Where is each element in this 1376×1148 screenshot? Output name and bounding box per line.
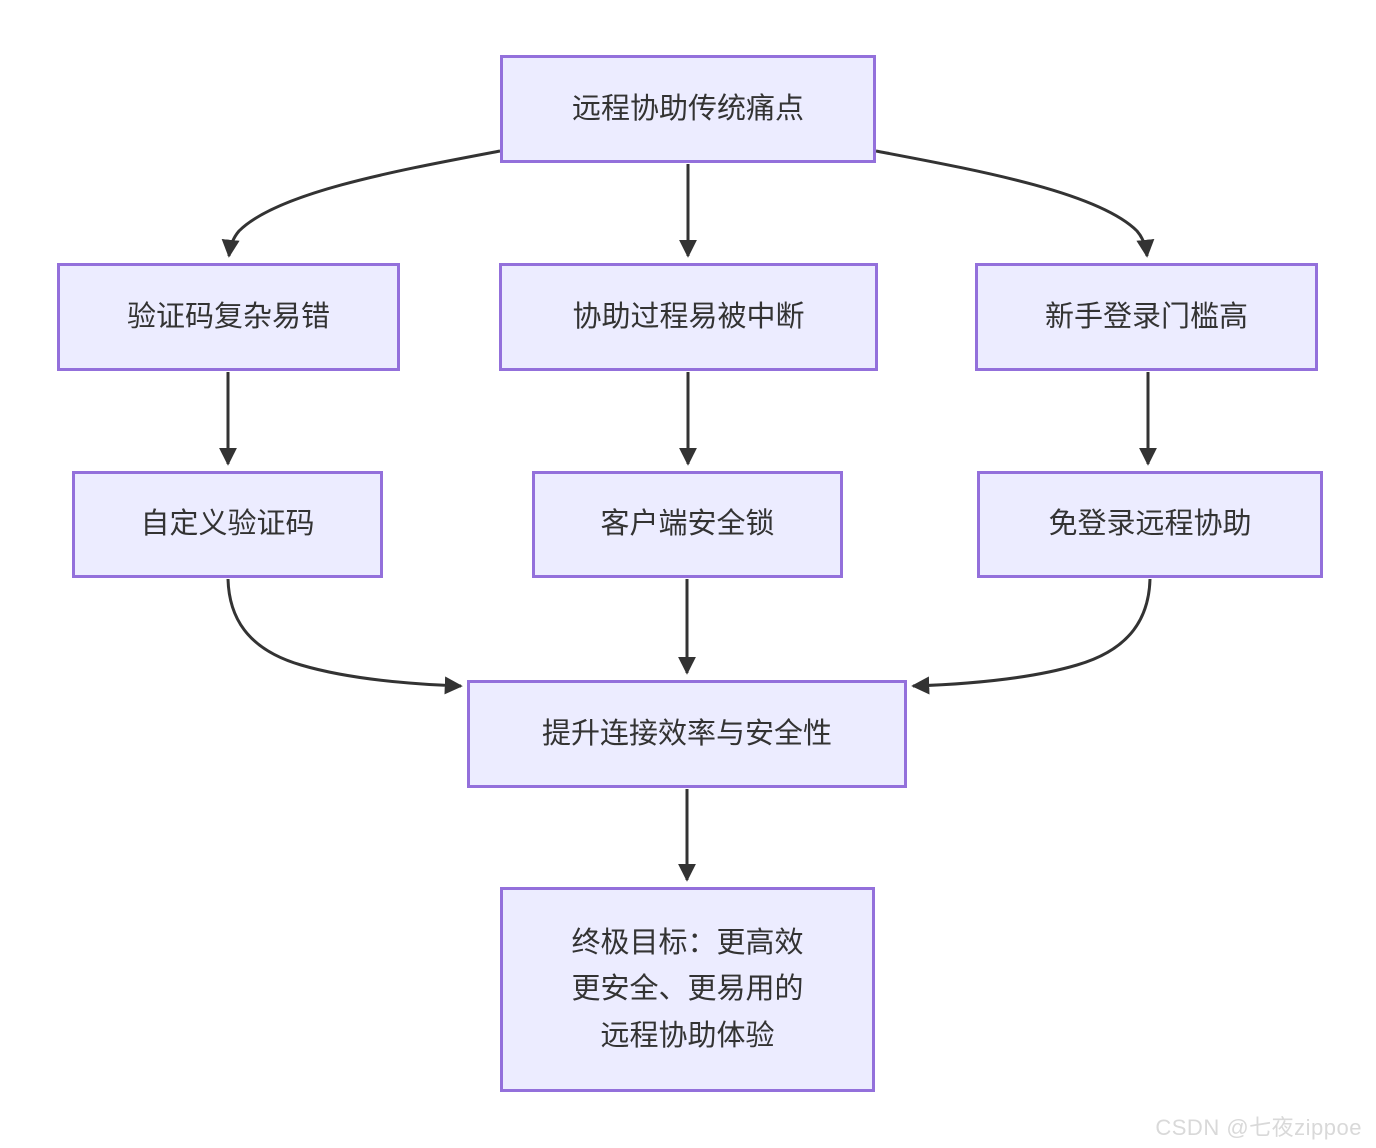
node-ultimate-goal: 终极目标：更高效 更安全、更易用的 远程协助体验 bbox=[500, 887, 875, 1092]
edge-sol1-benefit bbox=[226, 578, 463, 695]
node-pain-captcha: 验证码复杂易错 bbox=[57, 263, 400, 371]
edge-sol3-benefit bbox=[911, 578, 1152, 695]
node-benefit-efficiency-security: 提升连接效率与安全性 bbox=[467, 680, 907, 788]
node-pain-interruption: 协助过程易被中断 bbox=[499, 263, 878, 371]
node-solution-client-lock: 客户端安全锁 bbox=[532, 471, 843, 578]
watermark: CSDN @七夜zippoe bbox=[1155, 1115, 1362, 1140]
node-pain-login-barrier: 新手登录门槛高 bbox=[975, 263, 1318, 371]
node-root-pain-points: 远程协助传统痛点 bbox=[500, 55, 876, 163]
node-solution-custom-captcha: 自定义验证码 bbox=[72, 471, 383, 578]
edge-root-pain3 bbox=[875, 149, 1155, 258]
node-solution-no-login: 免登录远程协助 bbox=[977, 471, 1323, 578]
edge-root-pain1 bbox=[221, 149, 501, 258]
